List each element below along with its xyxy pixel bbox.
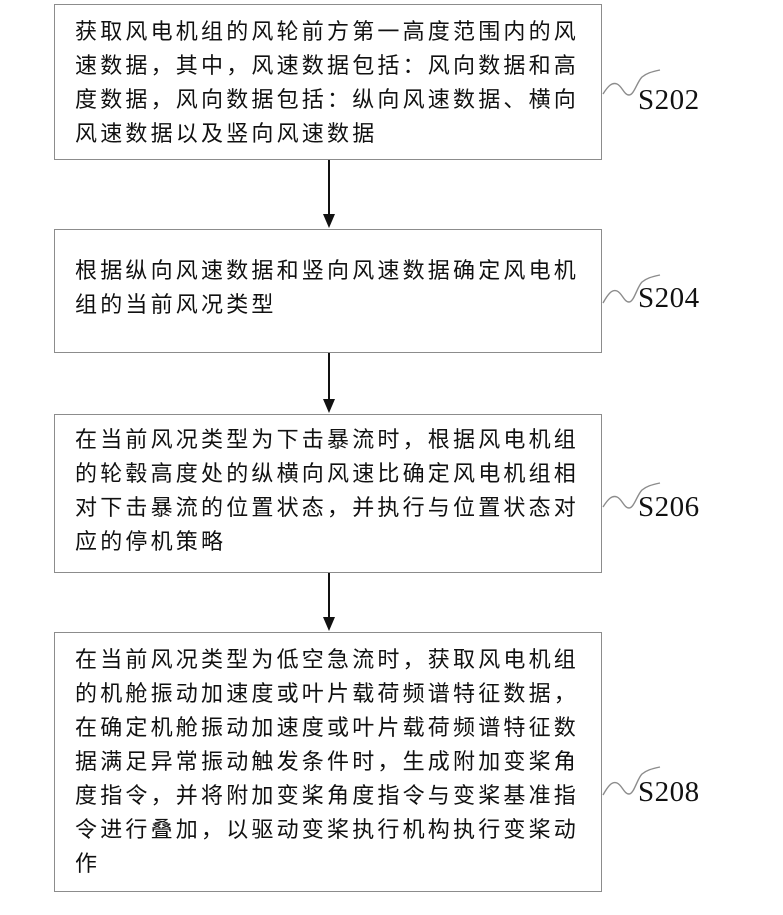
step-label-s204: S204 (638, 282, 700, 315)
arrow-s204-to-s206 (323, 353, 335, 413)
step-label-s202: S202 (638, 84, 700, 117)
arrow-s206-to-s208 (323, 573, 335, 631)
arrow-s202-to-s204 (323, 160, 335, 228)
step-label-s208: S208 (638, 776, 700, 809)
step-label-s206: S206 (638, 491, 700, 524)
